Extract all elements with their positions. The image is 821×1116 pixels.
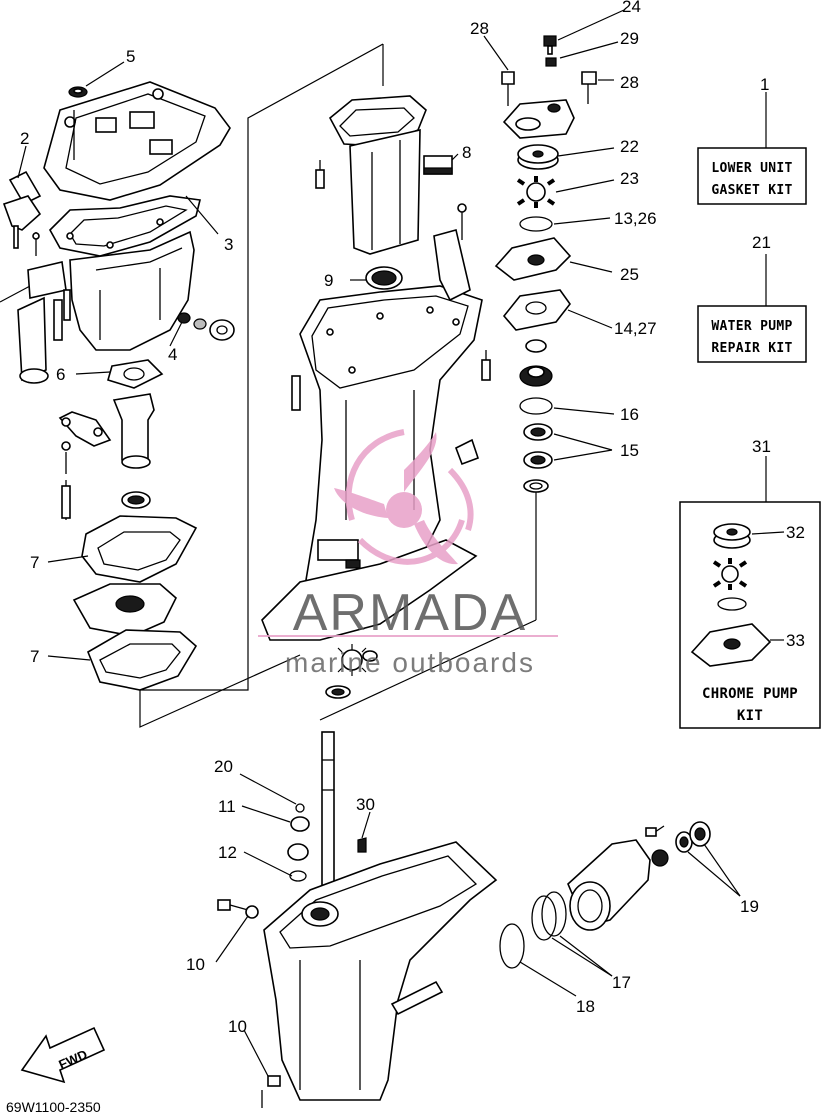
callout-15: 15 <box>620 441 639 460</box>
part-28-bolt-left <box>501 71 515 85</box>
callout-25: 25 <box>620 265 639 284</box>
callout-23: 23 <box>620 169 639 188</box>
callout-32: 32 <box>786 523 805 542</box>
watermark-brand: ARMADA <box>293 584 527 642</box>
callout-33: 33 <box>786 631 805 650</box>
callout-7: 7 <box>30 553 39 572</box>
part-3-gasket <box>49 195 201 257</box>
upper-casing-group <box>2 81 235 691</box>
callout-21: 21 <box>752 233 771 252</box>
part-11-bushing <box>290 816 310 832</box>
callout-labels: 28 24 29 28 5 1 2 22 8 23 3 13,26 21 9 2… <box>20 0 805 1036</box>
part-18-oring <box>499 923 525 969</box>
upper-casing <box>43 81 231 201</box>
part-24-bolt <box>543 35 557 47</box>
part-17-oring-a <box>531 895 557 941</box>
gearcase-group <box>217 731 711 1108</box>
callout-10: 10 <box>186 955 205 974</box>
watermark: ARMADA marine outboards <box>258 429 558 678</box>
callout-10: 10 <box>228 1017 247 1036</box>
part-23-impeller <box>516 176 556 208</box>
part-20-oring <box>295 803 305 813</box>
callout-22: 22 <box>620 137 639 156</box>
callout-20: 20 <box>214 757 233 776</box>
part-29-grommet <box>545 57 557 67</box>
water-pump-kit-box <box>697 305 807 363</box>
callout-6: 6 <box>56 365 65 384</box>
part-14-gasket <box>502 289 571 331</box>
callout-17: 17 <box>612 973 631 992</box>
callout-29: 29 <box>620 29 639 48</box>
fwd-arrow: FWD <box>20 1026 106 1084</box>
leader-lines <box>17 9 785 1077</box>
part-7-gasket-upper <box>81 515 198 583</box>
part-28-bolt-right <box>581 71 597 85</box>
anti-ventilation-plate <box>261 539 478 641</box>
watermark-tagline: marine outboards <box>285 647 535 678</box>
callout-18: 18 <box>576 997 595 1016</box>
chrome-pump-kit-line2: KIT <box>737 708 763 724</box>
water-pump-kit-line2: REPAIR KIT <box>711 341 792 356</box>
callout-24: 24 <box>622 0 641 16</box>
propeller-logo <box>334 429 474 565</box>
lower-unit-kit-box <box>697 147 807 205</box>
part-7-gasket-lower <box>87 629 198 691</box>
part-17-oring-b <box>541 891 567 937</box>
callout-11: 11 <box>218 797 236 816</box>
callout-12: 12 <box>218 843 237 862</box>
part-2-bracket <box>8 170 42 206</box>
lower-unit-kit-line2: GASKET KIT <box>711 183 792 198</box>
water-pump-group <box>494 35 597 493</box>
callout-13-26: 13,26 <box>614 209 657 228</box>
callout-31: 31 <box>752 437 771 456</box>
callout-2: 2 <box>20 129 29 148</box>
pump-housing <box>502 99 575 139</box>
callout-14-27: 14,27 <box>614 319 657 338</box>
callout-30: 30 <box>356 795 375 814</box>
exhaust-pipe <box>112 393 155 467</box>
part-6-gasket <box>107 359 164 389</box>
water-pump-kit-line1: WATER PUMP <box>711 319 792 334</box>
part-13-oring <box>519 216 553 232</box>
callout-28: 28 <box>620 73 639 92</box>
kit-boxes <box>679 92 821 729</box>
diagram-code: 69W1100-2350 <box>6 1099 101 1115</box>
callout-3: 3 <box>224 235 233 254</box>
callout-9: 9 <box>324 271 333 290</box>
part-30-key <box>357 837 367 853</box>
part-12-oring <box>289 870 307 882</box>
lower-unit-kit-line1: LOWER UNIT <box>711 161 792 176</box>
callout-19: 19 <box>740 897 759 916</box>
callout-4: 4 <box>168 345 177 364</box>
part-16-oring <box>519 397 553 415</box>
kit-labels: LOWER UNIT GASKET KIT WATER PUMP REPAIR … <box>702 161 798 724</box>
callout-28: 28 <box>470 19 489 38</box>
impeller-small <box>325 644 378 699</box>
exhaust-casing <box>69 230 195 351</box>
callout-7: 7 <box>30 647 39 666</box>
callout-1: 1 <box>760 75 769 94</box>
part-4-grommet <box>177 312 191 324</box>
callout-16: 16 <box>620 405 639 424</box>
callout-8: 8 <box>462 143 471 162</box>
chrome-pump-kit-line1: CHROME PUMP <box>702 686 798 702</box>
callout-5: 5 <box>126 47 135 66</box>
